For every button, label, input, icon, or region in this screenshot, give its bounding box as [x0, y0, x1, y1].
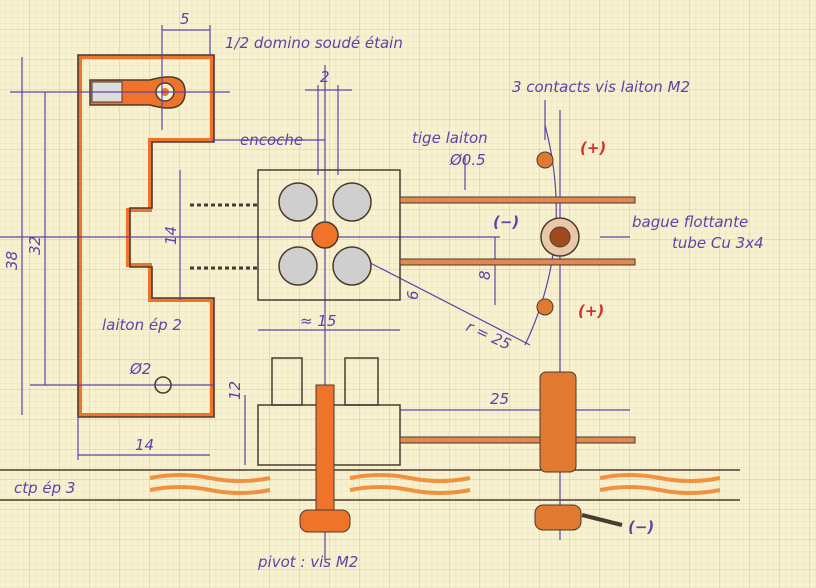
contact-screw	[539, 371, 577, 473]
bague-tube-label: tube Cu 3x4	[672, 234, 764, 252]
encoche-label: encoche	[240, 131, 303, 149]
ctp-label: ctp ép 3	[14, 479, 75, 497]
dim-8: 8	[476, 270, 494, 280]
dim-12: 12	[226, 381, 244, 400]
dim-32: 32	[26, 236, 44, 255]
plus-bottom-label: (+)	[578, 302, 604, 320]
plus-top-label: (+)	[580, 139, 606, 157]
dim-2: 2	[320, 68, 330, 86]
contact-plus-top	[536, 151, 554, 169]
contacts-label: 3 contacts vis laiton M2	[512, 78, 690, 96]
minus-bottom-label: (−)	[628, 518, 654, 536]
dim-14-horizontal: 14	[135, 436, 154, 454]
dim-5: 5	[180, 10, 190, 28]
dim-14-vertical: 14	[162, 226, 180, 245]
dim-38: 38	[3, 251, 21, 270]
laiton-label: laiton ép 2	[102, 316, 182, 334]
minus-mid-label: (−)	[493, 213, 519, 231]
pivot-screw	[315, 384, 335, 521]
pivot-label: pivot : vis M2	[257, 553, 358, 571]
bague-label: bague flottante	[632, 213, 748, 231]
terminal-block	[190, 169, 401, 301]
contact-plus-bottom	[536, 298, 554, 316]
side-view	[0, 357, 740, 533]
screw-heads	[278, 182, 372, 286]
pivot-hole	[311, 221, 339, 249]
tige-diameter: Ø0.5	[449, 151, 486, 169]
contact-assembly	[399, 151, 636, 316]
tige-label: tige laiton	[412, 129, 488, 147]
hole-diameter-label: Ø2	[129, 360, 151, 378]
domino-label: 1/2 domino soudé étain	[225, 34, 403, 52]
dim-6: 6	[404, 290, 422, 300]
dim-25: 25	[490, 390, 509, 408]
dim-15: ≈ 15	[300, 312, 336, 330]
